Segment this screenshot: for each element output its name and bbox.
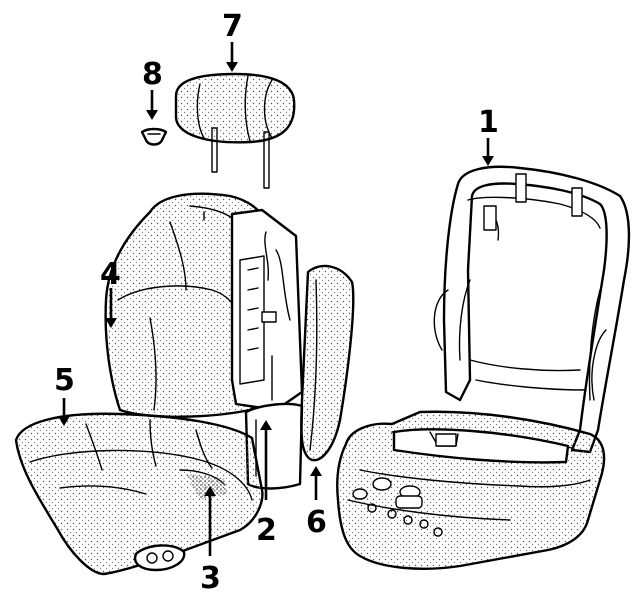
callout-4: 4: [100, 257, 121, 292]
callout-5: 5: [54, 363, 75, 398]
back-panel: [300, 264, 355, 462]
seat-back: [104, 192, 304, 418]
headrest-guide: [140, 127, 168, 146]
callout-arrows: [58, 42, 494, 556]
callout-7: 7: [222, 9, 243, 44]
callout-6: 6: [306, 505, 327, 540]
headrest: [174, 72, 296, 189]
callout-8: 8: [142, 57, 163, 92]
callout-3: 3: [200, 561, 221, 596]
callout-2: 2: [256, 513, 277, 548]
callout-1: 1: [478, 105, 499, 140]
seat-cushion: [14, 412, 264, 576]
seat-frame: [336, 165, 631, 570]
